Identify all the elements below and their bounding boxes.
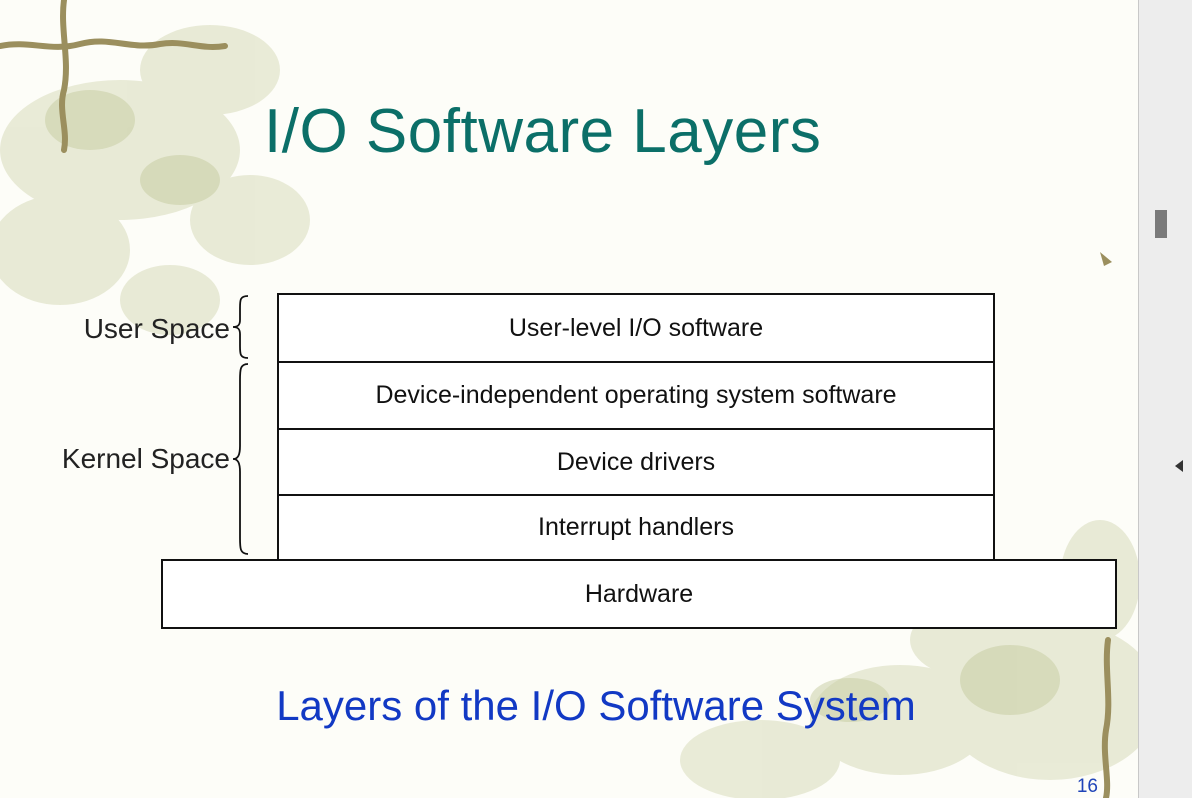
layer-user-level-io: User-level I/O software xyxy=(508,313,764,342)
collapse-panel-icon[interactable] xyxy=(1175,460,1183,472)
user-space-label: User Space xyxy=(83,313,230,344)
slide-caption: Layers of the I/O Software System xyxy=(276,682,916,729)
hardware-layer: Hardware xyxy=(161,559,1117,629)
slide-number: 16 xyxy=(1076,776,1098,797)
user-space-brace xyxy=(232,295,249,359)
layer-interrupt-handlers: Interrupt handlers xyxy=(279,494,993,559)
slide: I/O Software Layers User Space Kernel Sp… xyxy=(0,0,1138,798)
vertical-scrollbar[interactable] xyxy=(1138,0,1192,798)
layer-device-independent: Device-independent operating system soft… xyxy=(279,361,993,428)
layer-device-drivers: Device drivers xyxy=(279,428,993,494)
kernel-space-label: Kernel Space xyxy=(61,443,230,474)
scrollbar-thumb[interactable] xyxy=(1155,210,1167,238)
kernel-space-brace xyxy=(232,363,249,555)
slide-title: I/O Software Layers xyxy=(264,97,822,166)
layer-stack: User-level I/O software Device-independe… xyxy=(277,293,995,561)
